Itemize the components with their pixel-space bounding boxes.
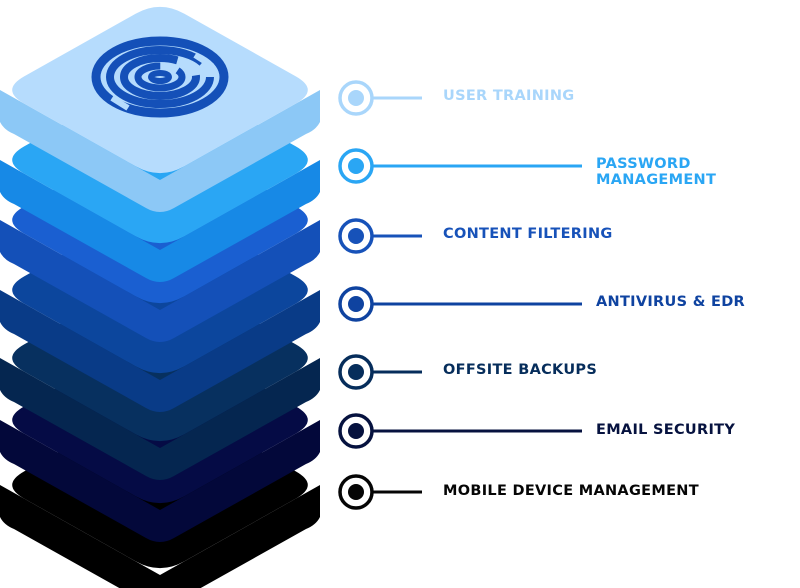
connector-dot	[348, 484, 364, 500]
connector-2	[338, 218, 422, 254]
layer-slab-side	[0, 485, 320, 588]
layer-label-content-filtering: CONTENT FILTERING	[443, 226, 613, 242]
connector-dot	[348, 158, 364, 174]
layer-label-mobile-device-management: MOBILE DEVICE MANAGEMENT	[443, 483, 699, 499]
connector-dot	[348, 228, 364, 244]
layer-stack	[0, 6, 320, 588]
connector-dot	[348, 296, 364, 312]
layer-slab-side	[0, 420, 320, 542]
connector-5	[338, 413, 582, 449]
layer-label-user-training: USER TRAINING	[443, 88, 575, 104]
layer-slab-side	[0, 290, 320, 412]
layer-label-password-management: PASSWORD MANAGEMENT	[596, 156, 717, 188]
connector-3	[338, 286, 582, 322]
connector-6	[338, 474, 422, 510]
connector-0	[338, 80, 422, 116]
connector-4	[338, 354, 422, 390]
layer-label-email-security: EMAIL SECURITY	[596, 422, 736, 438]
connector-dot	[348, 90, 364, 106]
connector-1	[338, 148, 582, 184]
layer-slab-side	[0, 358, 320, 480]
fingerprint-icon	[91, 36, 229, 118]
connector-dot	[348, 423, 364, 439]
layer-slab-side	[0, 90, 320, 212]
layer-label-antivirus-edr: ANTIVIRUS & EDR	[596, 294, 745, 310]
layer-slab-side	[0, 160, 320, 282]
connectors	[338, 80, 582, 510]
connector-dot	[348, 364, 364, 380]
layer-label-offsite-backups: OFFSITE BACKUPS	[443, 362, 598, 378]
layer-slab-side	[0, 220, 320, 342]
